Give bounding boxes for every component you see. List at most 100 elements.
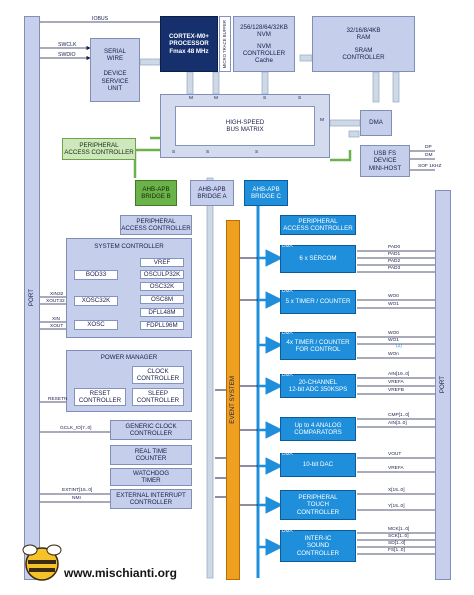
i2s-line2: SOUND	[306, 542, 330, 550]
tcc-wo1: WO1	[388, 338, 399, 343]
clock-controller: CLOCK CONTROLLER	[132, 366, 184, 384]
pac-a-line1: PERIPHERAL	[136, 217, 176, 225]
tc-label: 5 x TIMER / COUNTER	[285, 298, 351, 306]
usb-device-host: USB FS DEVICE MINI-HOST	[360, 145, 410, 177]
matrix-port-s2: S	[298, 96, 302, 101]
usb-dm: DM	[425, 153, 433, 158]
dac-label: 10-bit DAC	[302, 461, 334, 469]
i2s-fs: FS[1..0]	[388, 548, 405, 553]
gclk-io-label: GCLK_IO[7..0]	[60, 426, 92, 431]
ac-cmp: CMP[1..0]	[388, 413, 410, 418]
pac-top-line1: PERIPHERAL	[79, 141, 119, 149]
cortex-m0-processor: CORTEX-M0+ PROCESSOR Fmax 48 MHz	[160, 16, 218, 72]
slp-ctrl-line1: SLEEP	[148, 389, 168, 397]
fdpll96m-label: FDPLL96M	[146, 321, 178, 329]
real-time-counter: REAL TIME COUNTER	[110, 445, 192, 465]
website-label[interactable]: www.mischianti.org	[64, 566, 177, 580]
port-right-label: PORT	[439, 376, 447, 394]
gclk-line1: GENERIC CLOCK	[125, 422, 177, 430]
wdt-line2: TIMER	[141, 477, 161, 484]
clk-ctrl-line1: CLOCK	[147, 367, 169, 375]
i2s-dma-tag: DMA	[282, 529, 293, 534]
tc-dma-tag: DMA	[282, 289, 293, 294]
timer-counter: 5 x TIMER / COUNTER	[280, 290, 356, 314]
watchdog-timer: WATCHDOG TIMER	[110, 468, 192, 486]
pac-c-line1: PERIPHERAL	[298, 217, 338, 225]
generic-clock-controller: GENERIC CLOCK CONTROLLER	[110, 420, 192, 440]
adc-line2: 12-bit ADC 350KSPS	[288, 386, 348, 393]
matrix-port-m2: M	[214, 96, 218, 101]
tcc-line2: FOR CONTROL	[295, 346, 341, 353]
inter-ic-sound-controller: INTER-IC SOUND CONTROLLER	[280, 530, 356, 562]
pad1: PAD1	[388, 252, 401, 257]
timer-counter-control: 4x TIMER / COUNTER FOR CONTROL	[280, 332, 356, 360]
pac-c-line2: ACCESS CONTROLLER	[283, 225, 353, 232]
ram-name: RAM	[356, 33, 371, 41]
xosc32k-label: XOSC32K	[81, 297, 111, 305]
matrix-line1: HIGH-SPEED	[225, 118, 265, 126]
dfll48m-label: DFLL48M	[148, 308, 176, 316]
pac-top-line2: ACCESS CONTROLLER	[64, 149, 134, 156]
port-left: PORT	[24, 16, 40, 580]
dsu-line3: UNIT	[107, 84, 123, 92]
tcc-note: (2)	[396, 344, 402, 349]
pad3: PAD3	[388, 266, 401, 271]
rtc-line2: COUNTER	[135, 455, 167, 462]
mtb-label: MICRO TRACE BUFFER	[221, 19, 227, 69]
osc32k-label: OSC32K	[149, 282, 175, 290]
iobus-label: IOBUS	[92, 16, 109, 22]
gclk-line2: CONTROLLER	[129, 430, 173, 437]
ptc-line1: PERIPHERAL	[298, 494, 338, 502]
pad0: PAD0	[388, 245, 401, 250]
dma-controller: DMA	[360, 110, 392, 136]
adc-line1: 20-CHANNEL	[298, 378, 338, 386]
resetn-label: RESETN	[48, 397, 68, 402]
pac-a-line2: ACCESS CONTROLLER	[121, 225, 191, 232]
xin-label: XIN	[52, 317, 60, 322]
tcc-won: WOn	[388, 352, 399, 357]
i2s-sck: SCK[1..0]	[388, 534, 409, 539]
vref-label: VREF	[153, 258, 171, 266]
ac-line2: COMPARATORS	[294, 429, 342, 436]
ac-line1: Up to 4 ANALOG	[294, 421, 342, 429]
nvm-size: 256/128/64/32KB	[240, 23, 288, 31]
adc-ain: AIN[19..0]	[388, 372, 410, 377]
ac-ain: AIN[3..0]	[388, 421, 407, 426]
bridge-a-line1: AHB-APB	[198, 185, 226, 193]
ram-size: 32/16/8/4KB	[346, 26, 381, 34]
swclk-label: SWCLK	[58, 42, 77, 48]
dma-label: DMA	[369, 119, 383, 127]
usb-line2: DEVICE	[373, 157, 397, 165]
nmi-label: NMI	[72, 496, 81, 501]
port-right: PORT	[435, 190, 451, 580]
matrix-line2: BUS MATRIX	[226, 126, 264, 133]
i2s-sd: SD[1..0]	[388, 541, 406, 546]
external-interrupt-controller: EXTERNAL INTERRUPT CONTROLLER	[110, 489, 192, 509]
nvm-name: NVM	[257, 30, 271, 38]
peripheral-access-controller-top: PERIPHERAL ACCESS CONTROLLER	[62, 138, 136, 160]
pad2: PAD2	[388, 259, 401, 264]
matrix-port-m3: M	[320, 118, 324, 123]
cpu-line2: PROCESSOR	[169, 40, 209, 48]
dsu-line2: SERVICE	[101, 77, 129, 85]
eic-line2: CONTROLLER	[129, 499, 173, 506]
rst-ctrl-line2: CONTROLLER	[78, 397, 122, 404]
tcc-dma-tag: DMA	[282, 331, 293, 336]
usb-line1: USB FS	[373, 150, 397, 158]
bus-matrix-inner: HIGH-SPEED BUS MATRIX	[175, 106, 315, 146]
pm-title: POWER MANAGER	[100, 354, 158, 361]
adc-vrefa: VREFA	[388, 380, 404, 385]
slp-ctrl-line2: CONTROLLER	[136, 397, 180, 404]
ram-ctrl2: CONTROLLER	[342, 54, 385, 62]
dac-vout: VOUT	[388, 452, 402, 457]
vref: VREF	[140, 258, 184, 267]
osc8m-label: OSC8M	[150, 295, 173, 303]
matrix-port-s1: S	[263, 96, 267, 101]
peripheral-touch-controller: PERIPHERAL TOUCH CONTROLLER	[280, 490, 356, 520]
tcc-wo0: WO0	[388, 331, 399, 336]
tc-wo0: WO0	[388, 294, 399, 299]
bod33: BOD33	[74, 270, 118, 280]
sleep-controller: SLEEP CONTROLLER	[132, 388, 184, 406]
nvm-ctrl: CONTROLLER	[242, 50, 286, 58]
